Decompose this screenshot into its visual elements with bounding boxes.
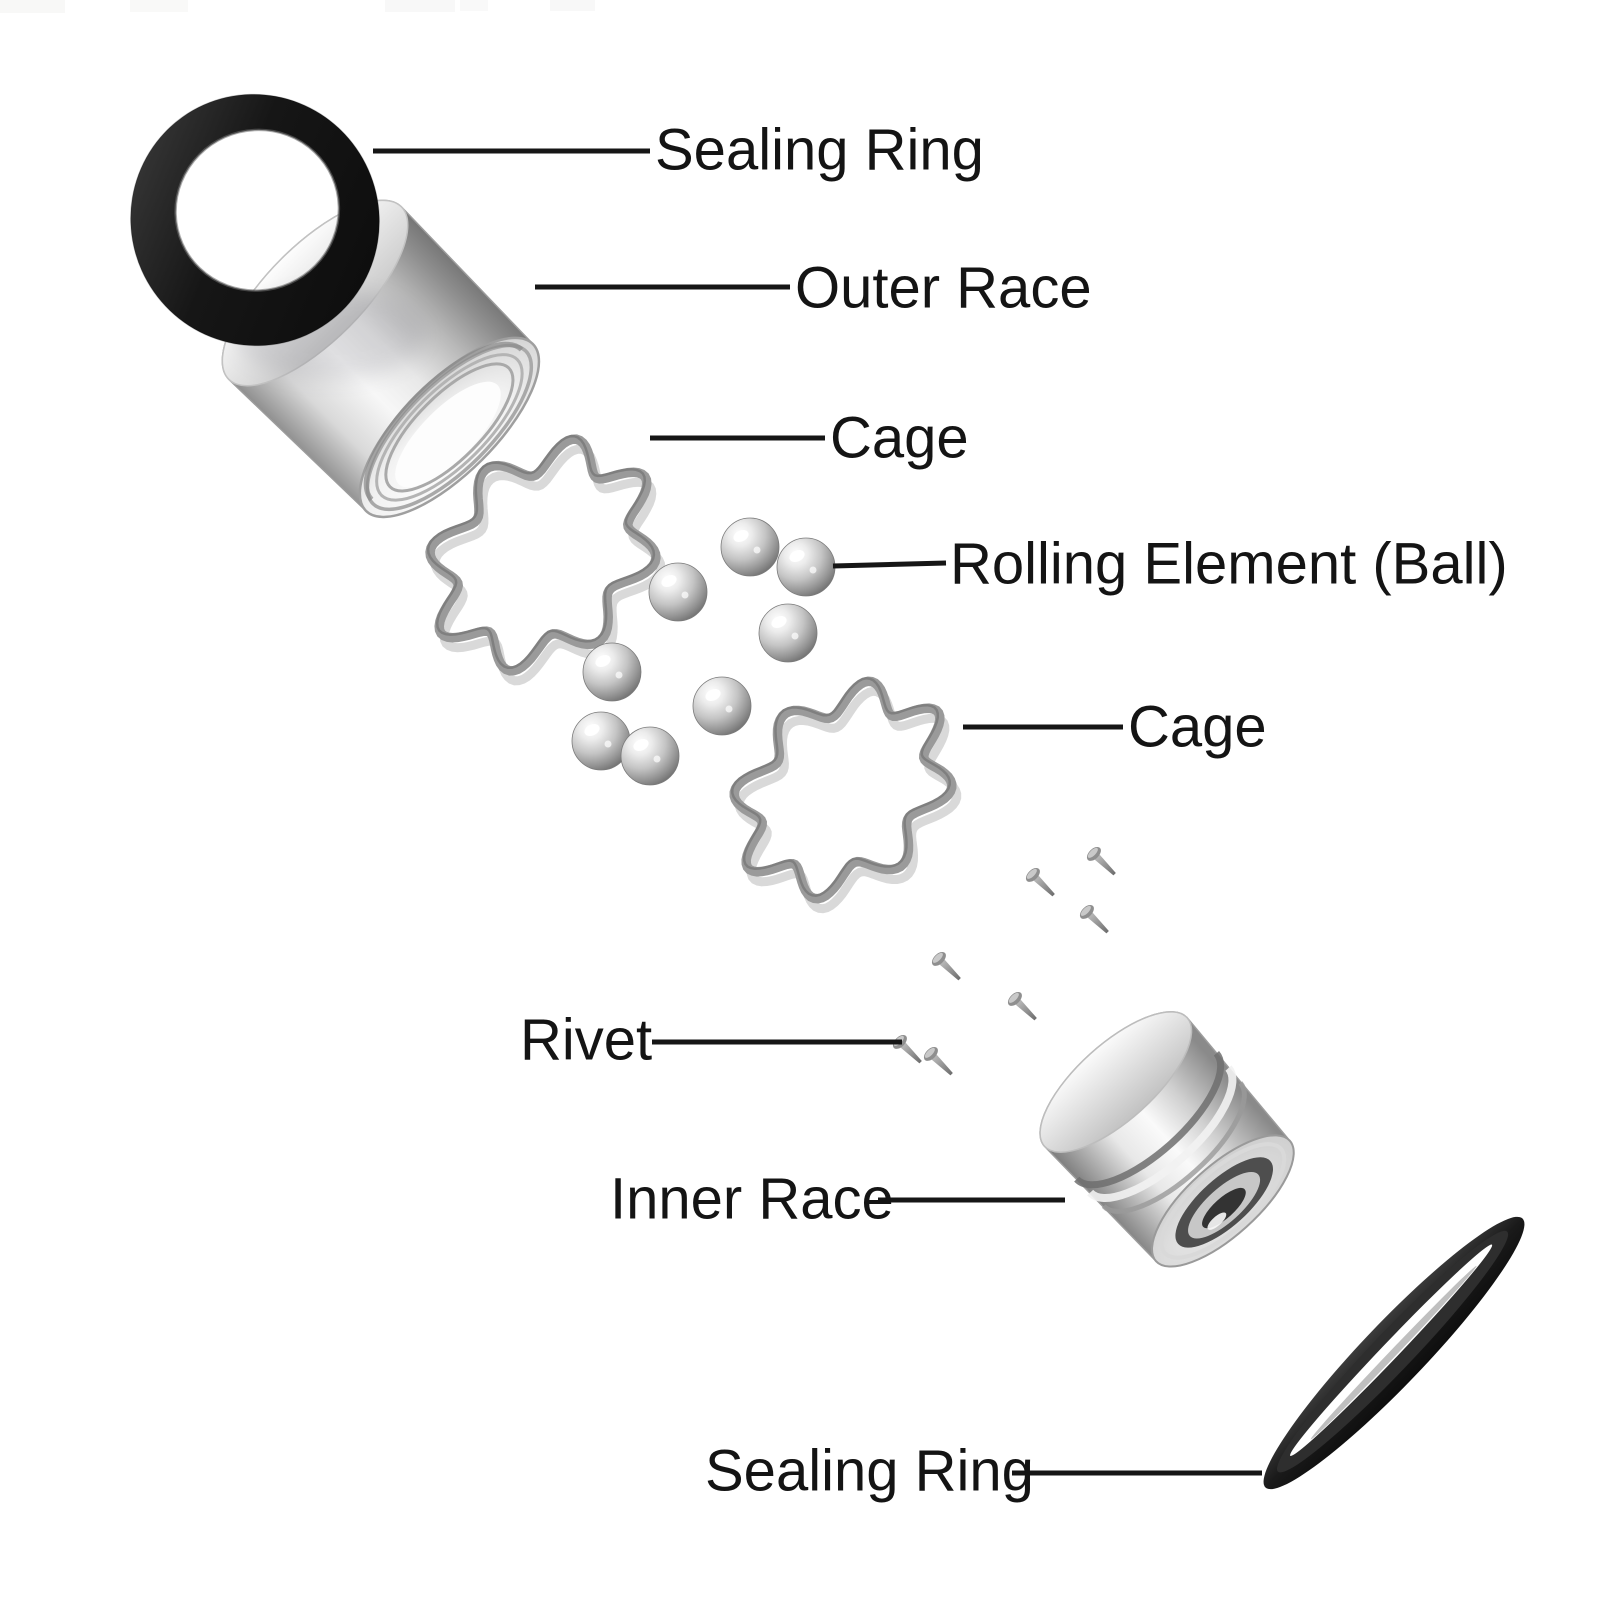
sealing-ring-bottom-reflection (1310, 1265, 1477, 1440)
ball-highlight (661, 574, 677, 588)
label-cage-upper: Cage (830, 406, 969, 471)
inner-race-ball-groove (1074, 1050, 1225, 1189)
ball (720, 517, 780, 577)
ball-glint (791, 632, 799, 640)
ball-highlight (733, 529, 749, 543)
ball-body (758, 603, 818, 663)
rivet-shank (931, 1054, 953, 1076)
ball-glint (604, 740, 612, 748)
ball-glint (809, 566, 817, 574)
rivets (892, 846, 1116, 1076)
rivet-head-highlight (1026, 868, 1037, 879)
rivet (1025, 867, 1055, 897)
label-cage-lower: Cage (1128, 695, 1267, 760)
rivet (1086, 846, 1116, 876)
rivet (892, 1034, 922, 1064)
ball-body (720, 517, 780, 577)
outer-race-groove (375, 353, 524, 502)
cage-ribbon-edge (731, 677, 951, 897)
ball-body (620, 726, 680, 786)
label-rolling-element: Rolling Element (Ball) (950, 532, 1508, 597)
ball-body (692, 676, 752, 736)
ball-glint (653, 755, 661, 763)
inner-race-bore-glint (1207, 1212, 1227, 1230)
label-rivet: Rivet (520, 1008, 652, 1073)
rolling-elements (571, 517, 836, 786)
ball-glint (753, 546, 761, 554)
outer-race-groove (365, 343, 534, 512)
cage-ribbon-shadow (734, 686, 962, 914)
ball (620, 726, 680, 786)
rivet-shank (900, 1042, 922, 1064)
ball (582, 642, 642, 702)
ball (648, 562, 708, 622)
ball-highlight (633, 738, 649, 752)
cage-lower (729, 676, 962, 914)
rivet-head-highlight (1080, 905, 1091, 916)
label-outer-race: Outer Race (795, 256, 1092, 321)
rivet-shank (1094, 854, 1116, 876)
label-sealing-ring-top: Sealing Ring (655, 118, 984, 183)
cages (425, 434, 962, 914)
ball-body (648, 562, 708, 622)
ball-glint (681, 591, 689, 599)
rivet (1007, 991, 1037, 1021)
rivet-shank (1087, 912, 1109, 934)
inner-race-groove (1101, 1081, 1247, 1214)
rivet-shank (1033, 875, 1055, 897)
ball-highlight (584, 723, 600, 737)
inner-race-ridge-highlight (1087, 1065, 1237, 1202)
inner-race-mouth-rim (1159, 1142, 1287, 1260)
ball-body (582, 642, 642, 702)
outer-race-inner-shadow (363, 341, 524, 502)
leader-line-rolling-element (832, 560, 947, 569)
inner-race-far-rim (1039, 1011, 1193, 1153)
rivet-head-highlight (1008, 992, 1019, 1003)
ball (776, 537, 836, 597)
ball (692, 676, 752, 736)
rivet-head-highlight (1087, 847, 1098, 858)
cage-ribbon (425, 434, 661, 676)
outer-race-groove (384, 362, 515, 493)
ball-body (776, 537, 836, 597)
rivet (931, 951, 961, 981)
cage-ribbon (729, 676, 957, 904)
ball-glint (725, 705, 733, 713)
inner-race (1039, 1011, 1295, 1268)
label-inner-race: Inner Race (610, 1167, 894, 1232)
rivet-head-highlight (932, 952, 943, 963)
ball-highlight (705, 688, 721, 702)
rivet-shank (939, 959, 961, 981)
sealing-ring-top-lip (174, 128, 341, 292)
rivet-head-highlight (924, 1047, 935, 1058)
ball (758, 603, 818, 663)
ball-highlight (771, 615, 787, 629)
ball-highlight (595, 654, 611, 668)
inner-race-bore-core (1202, 1187, 1246, 1229)
top-edge-artifacts (0, 0, 595, 13)
cage-ribbon-edge (426, 434, 656, 670)
rivet (1079, 904, 1109, 934)
outer-race-bore (395, 381, 501, 488)
rivet (923, 1046, 953, 1076)
label-sealing-ring-bottom: Sealing Ring (705, 1439, 1034, 1504)
cage-ribbon-shadow (430, 444, 666, 686)
sealing-ring-top (130, 93, 380, 347)
sealing-ring-bottom (1263, 1216, 1525, 1490)
ball-glint (615, 671, 623, 679)
rivet-shank (1015, 999, 1037, 1021)
ball-highlight (789, 549, 805, 563)
